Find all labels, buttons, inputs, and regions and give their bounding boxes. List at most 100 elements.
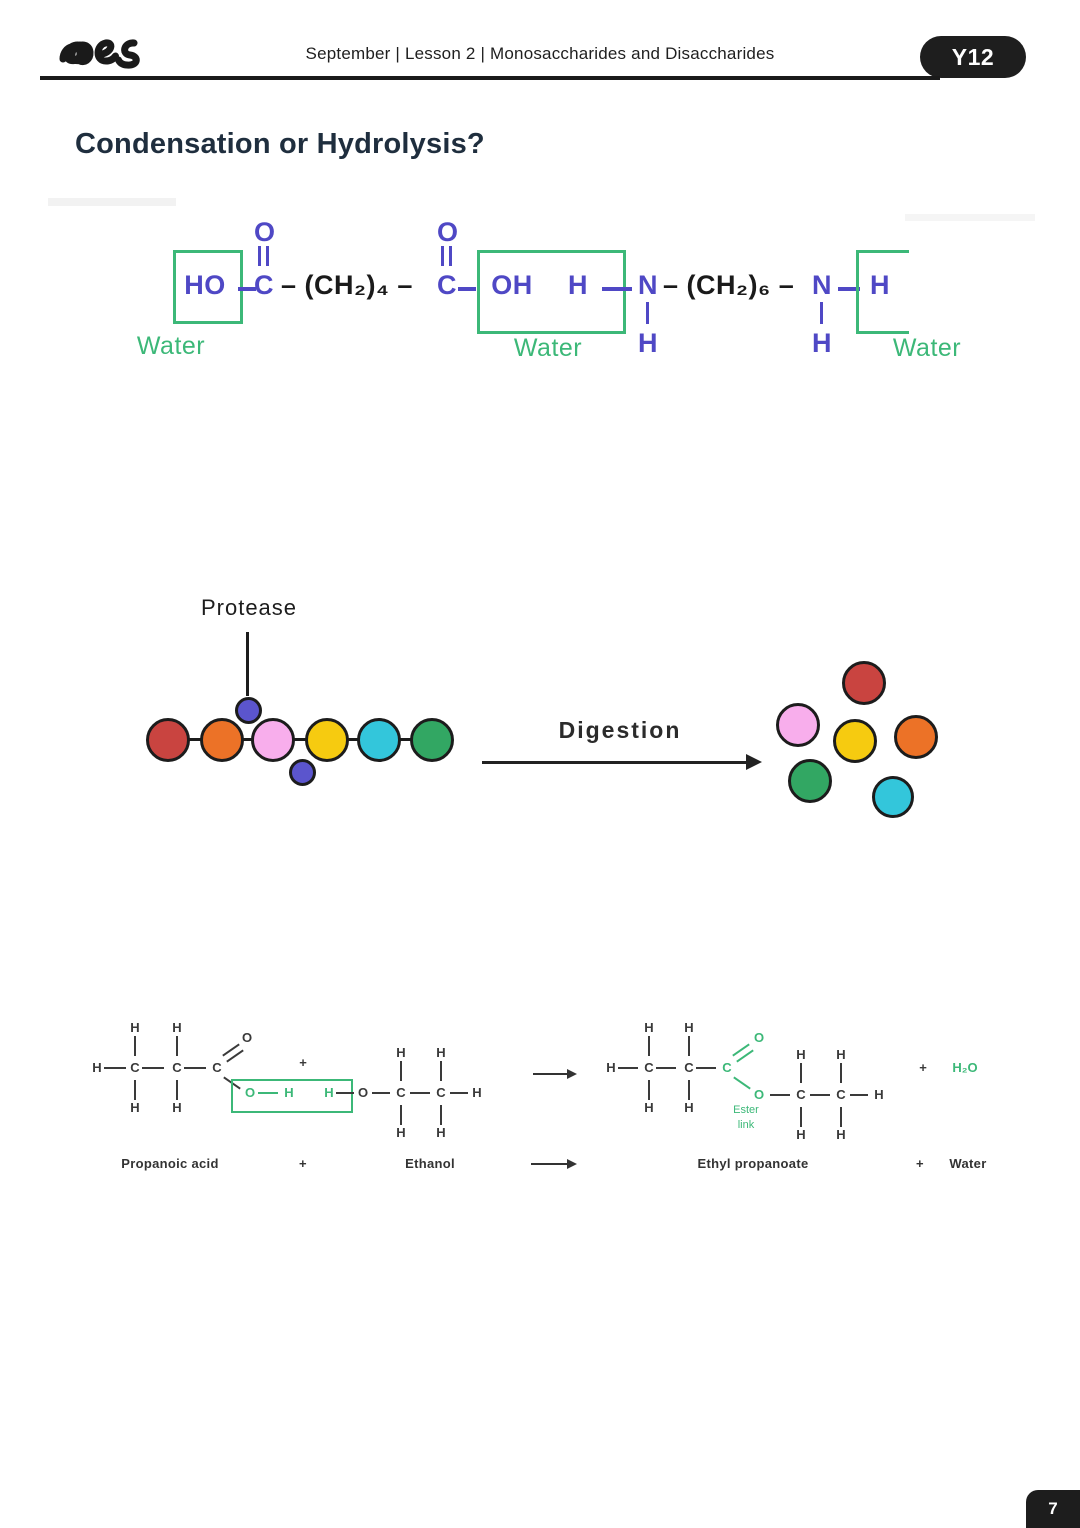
brand-logo [59,39,140,69]
atom-c: C [436,1085,446,1100]
atom-o-ester: O [753,1030,765,1045]
product-monomer-pink [776,703,820,747]
atom-o: O [244,1085,256,1100]
bond [176,1036,178,1056]
page-title: Condensation or Hydrolysis? [75,128,485,160]
atom-h: H [874,1087,884,1102]
atom-h: H [472,1085,482,1100]
atom-ho: HO [184,270,226,300]
digestion-arrow-head [746,754,762,770]
label-water: Water [949,1156,987,1171]
bond [820,302,823,324]
bond [410,1092,430,1094]
atom-o: O [437,217,459,247]
bond [238,287,256,291]
atom-oh: OH [491,270,533,300]
scan-artifact [48,198,176,206]
water-label-right: Water [892,334,962,362]
bond [440,1061,442,1081]
bond [450,1092,468,1094]
bond [840,1063,842,1083]
water-label-left: Water [136,332,206,360]
atom-c: C [796,1087,806,1102]
atom-n: N [638,270,658,300]
monomer-pink [251,718,295,762]
atom-h: H [644,1100,654,1115]
water-formula: H₂O [952,1060,978,1075]
bond [770,1094,790,1096]
atom-h: H [396,1125,406,1140]
monomer-green [410,718,454,762]
atom-h: H [812,328,832,358]
atom-h: H [172,1020,182,1035]
water-highlight-box-equation [231,1079,353,1113]
label-propanoic-acid: Propanoic acid [121,1156,219,1171]
double-bond [441,246,444,266]
reaction-arrow-head [567,1069,577,1079]
bond [648,1036,650,1056]
atom-c: C [437,270,457,300]
digestion-arrow-line [482,761,746,764]
water-highlight-bracket-right [856,250,909,334]
atom-h: H [684,1100,694,1115]
atom-h: H [644,1020,654,1035]
reaction-arrow-line [533,1073,567,1075]
atom-c: C [644,1060,654,1075]
bond [142,1067,164,1069]
reaction-arrow-head [567,1159,577,1169]
bond [850,1094,868,1096]
product-monomer-green [788,759,832,803]
label-ethyl-propanoate: Ethyl propanoate [697,1156,809,1171]
bond-ester [733,1076,751,1090]
double-bond [266,246,269,266]
atom-h: H [836,1047,846,1062]
water-label-middle: Water [513,334,583,362]
enzyme-label: Protease [200,595,298,620]
product-monomer-red [842,661,886,705]
atom-o-ester: O [753,1087,765,1102]
bond [800,1063,802,1083]
bond [810,1094,830,1096]
bond [656,1067,676,1069]
monomer-cyan [357,718,401,762]
bond [696,1067,716,1069]
atom-h: H [606,1060,616,1075]
enzyme-molecule [235,697,262,724]
monomer-yellow [305,718,349,762]
bond [400,1105,402,1125]
atom-h: H [870,270,890,300]
atom-h: H [324,1085,334,1100]
carbon-chain-6: – (CH₂)₆ – [663,270,795,300]
plus-sign: + [919,1060,927,1075]
plus-sign: + [916,1156,924,1171]
atom-o: O [357,1085,369,1100]
atom-h: H [172,1100,182,1115]
carbon-chain-4: – (CH₂)₄ – [281,270,413,300]
bond [800,1107,802,1127]
atom-h: H [796,1127,806,1142]
atom-h: H [568,270,588,300]
enzyme-pointer-line [246,632,249,696]
atom-c: C [254,270,274,300]
atom-c-ester: C [722,1060,732,1075]
atom-h: H [130,1100,140,1115]
breadcrumb: September | Lesson 2 | Monosaccharides a… [305,44,775,63]
product-monomer-cyan [872,776,914,818]
atom-h: H [396,1045,406,1060]
atom-o: O [241,1030,253,1045]
bond [372,1092,390,1094]
atom-n: N [812,270,832,300]
label-ethanol: Ethanol [405,1156,455,1171]
bond [184,1067,206,1069]
atom-h: H [436,1045,446,1060]
bond [400,1061,402,1081]
plus-sign: + [299,1156,307,1171]
bond [602,287,632,291]
ester-link-label-line1: Ester [733,1104,759,1116]
atom-c: C [396,1085,406,1100]
header-divider [40,76,940,80]
bond [440,1105,442,1125]
atom-h: H [836,1127,846,1142]
atom-c: C [130,1060,140,1075]
